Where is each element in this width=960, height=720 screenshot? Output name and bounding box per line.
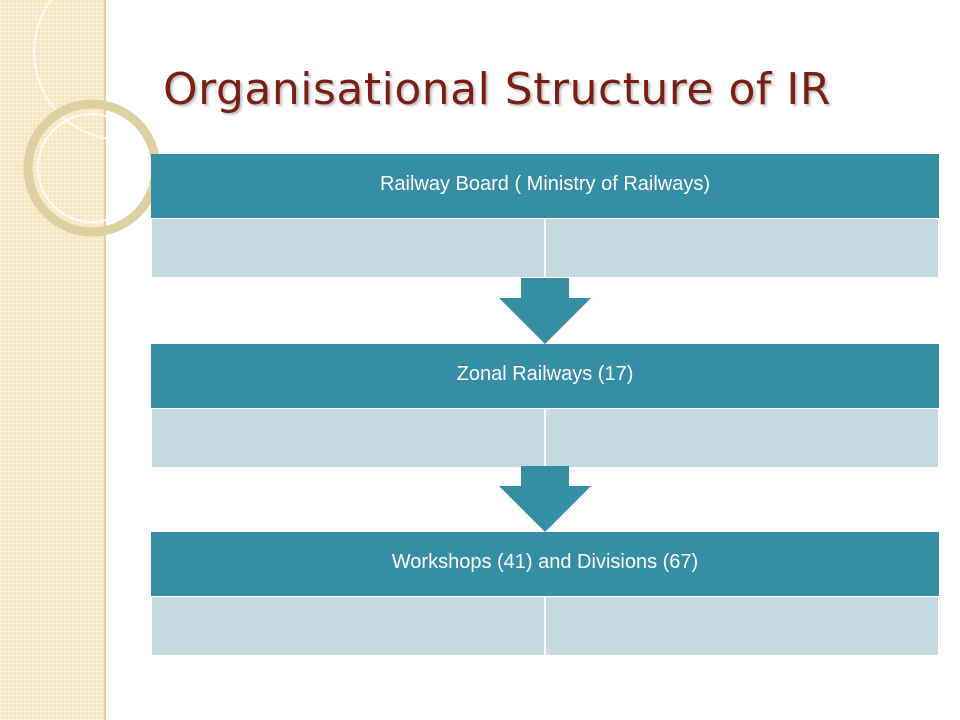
level-body-cell xyxy=(545,408,939,468)
level-workshops-divisions: Workshops (41) and Divisions (67) xyxy=(151,532,939,656)
level-body-cell xyxy=(151,596,545,656)
slide-title: Organisational Structure of IR xyxy=(163,64,831,115)
level-railway-board: Railway Board ( Ministry of Railways) xyxy=(151,154,939,278)
level-header: Zonal Railways (17) xyxy=(151,344,939,408)
level-body xyxy=(151,596,939,656)
level-zonal-railways: Zonal Railways (17) xyxy=(151,344,939,468)
level-body xyxy=(151,218,939,278)
level-body-cell xyxy=(545,218,939,278)
level-header: Workshops (41) and Divisions (67) xyxy=(151,532,939,596)
down-arrow-icon xyxy=(499,466,591,532)
level-body xyxy=(151,408,939,468)
level-body-cell xyxy=(151,218,545,278)
level-header: Railway Board ( Ministry of Railways) xyxy=(151,154,939,218)
level-body-cell xyxy=(151,408,545,468)
down-arrow-icon xyxy=(499,278,591,344)
level-body-cell xyxy=(545,596,939,656)
